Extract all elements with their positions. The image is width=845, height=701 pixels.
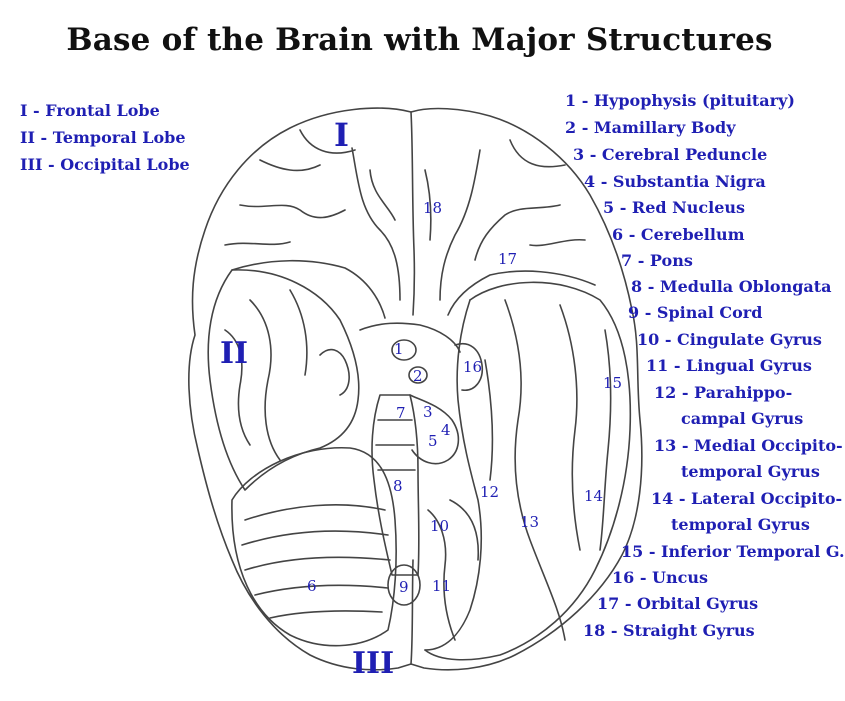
legend-item-11: 11 - Lingual Gyrus bbox=[646, 356, 812, 375]
label-13: 13 bbox=[520, 513, 539, 531]
label-15: 15 bbox=[603, 374, 622, 392]
label-2: 2 bbox=[413, 367, 423, 385]
mamillary-body bbox=[408, 366, 428, 384]
lobe-key: I - Frontal Lobe II - Temporal Lobe III … bbox=[20, 97, 190, 178]
legend-item-3: 3 - Cerebral Peduncle bbox=[573, 145, 768, 164]
legend-item-4: 4 - Substantia Nigra bbox=[584, 172, 766, 191]
legend-item-12b: campal Gyrus bbox=[681, 409, 804, 428]
legend-item-15: 15 - Inferior Temporal G. bbox=[621, 542, 845, 561]
legend-item-5: 5 - Red Nucleus bbox=[603, 198, 746, 217]
label-3: 3 bbox=[423, 403, 433, 421]
temporal-lobe-right bbox=[424, 281, 632, 661]
label-lobe-I: I bbox=[334, 116, 349, 154]
cerebellum bbox=[231, 447, 397, 647]
optic-chiasm bbox=[359, 322, 461, 353]
label-18: 18 bbox=[423, 199, 442, 217]
label-17: 17 bbox=[498, 250, 517, 268]
label-7: 7 bbox=[396, 404, 406, 422]
figure-title: Base of the Brain with Major Structures bbox=[66, 22, 773, 58]
legend-item-17: 17 - Orbital Gyrus bbox=[597, 594, 759, 613]
legend-item-1: 1 - Hypophysis (pituitary) bbox=[565, 91, 795, 110]
right-gyri bbox=[449, 299, 612, 641]
label-16: 16 bbox=[463, 358, 482, 376]
legend-item-16: 16 - Uncus bbox=[612, 568, 709, 587]
legend-item-18: 18 - Straight Gyrus bbox=[583, 621, 755, 640]
legend-item-13a: 13 - Medial Occipito- bbox=[654, 436, 843, 455]
midbrain bbox=[409, 394, 460, 465]
label-lobe-III: III bbox=[352, 646, 394, 681]
legend-item-6: 6 - Cerebellum bbox=[612, 225, 745, 244]
legend-item-7: 7 - Pons bbox=[621, 251, 693, 270]
right-medial-boundary bbox=[424, 299, 483, 651]
legend-item-14a: 14 - Lateral Occipito- bbox=[651, 489, 843, 508]
legend-item-10: 10 - Cingulate Gyrus bbox=[637, 330, 822, 349]
spinal-cord bbox=[387, 564, 421, 606]
brain-outline bbox=[188, 107, 643, 671]
label-4: 4 bbox=[441, 421, 451, 439]
lobe-key-frontal: I - Frontal Lobe bbox=[20, 101, 160, 120]
legend-item-12a: 12 - Parahippo- bbox=[654, 383, 793, 402]
frontal-gyri-left bbox=[224, 129, 401, 301]
label-10: 10 bbox=[430, 517, 449, 535]
frontal-gyri-right bbox=[424, 139, 586, 301]
pons-lines bbox=[375, 419, 416, 471]
legend-item-13b: temporal Gyrus bbox=[681, 462, 820, 481]
frontal-boundary-left bbox=[231, 259, 386, 319]
frontal-boundary-right bbox=[447, 270, 596, 316]
lobe-key-temporal: II - Temporal Lobe bbox=[20, 128, 186, 147]
label-9: 9 bbox=[399, 578, 409, 596]
hypophysis bbox=[391, 339, 417, 361]
label-11: 11 bbox=[432, 577, 451, 595]
legend-item-2: 2 - Mamillary Body bbox=[565, 118, 736, 137]
temporal-lobe-left bbox=[207, 269, 360, 491]
legend-item-14b: temporal Gyrus bbox=[671, 515, 810, 534]
label-12: 12 bbox=[480, 483, 499, 501]
temporal-gyri-left bbox=[224, 289, 308, 461]
label-lobe-II: II bbox=[220, 336, 248, 371]
lingual-region bbox=[427, 509, 456, 641]
cerebellum-folia bbox=[241, 504, 391, 619]
label-1: 1 bbox=[394, 340, 404, 358]
label-8: 8 bbox=[393, 477, 403, 495]
lobe-key-occipital: III - Occipital Lobe bbox=[20, 155, 190, 174]
posterior-fissure bbox=[410, 559, 414, 665]
legend-item-9: 9 - Spinal Cord bbox=[628, 303, 763, 322]
label-5: 5 bbox=[428, 432, 438, 450]
legend-item-8: 8 - Medulla Oblongata bbox=[631, 277, 832, 296]
longitudinal-fissure bbox=[410, 111, 416, 316]
uncus-right bbox=[454, 343, 484, 391]
label-6: 6 bbox=[307, 577, 317, 595]
label-14: 14 bbox=[584, 487, 603, 505]
uncus-left bbox=[319, 348, 350, 396]
